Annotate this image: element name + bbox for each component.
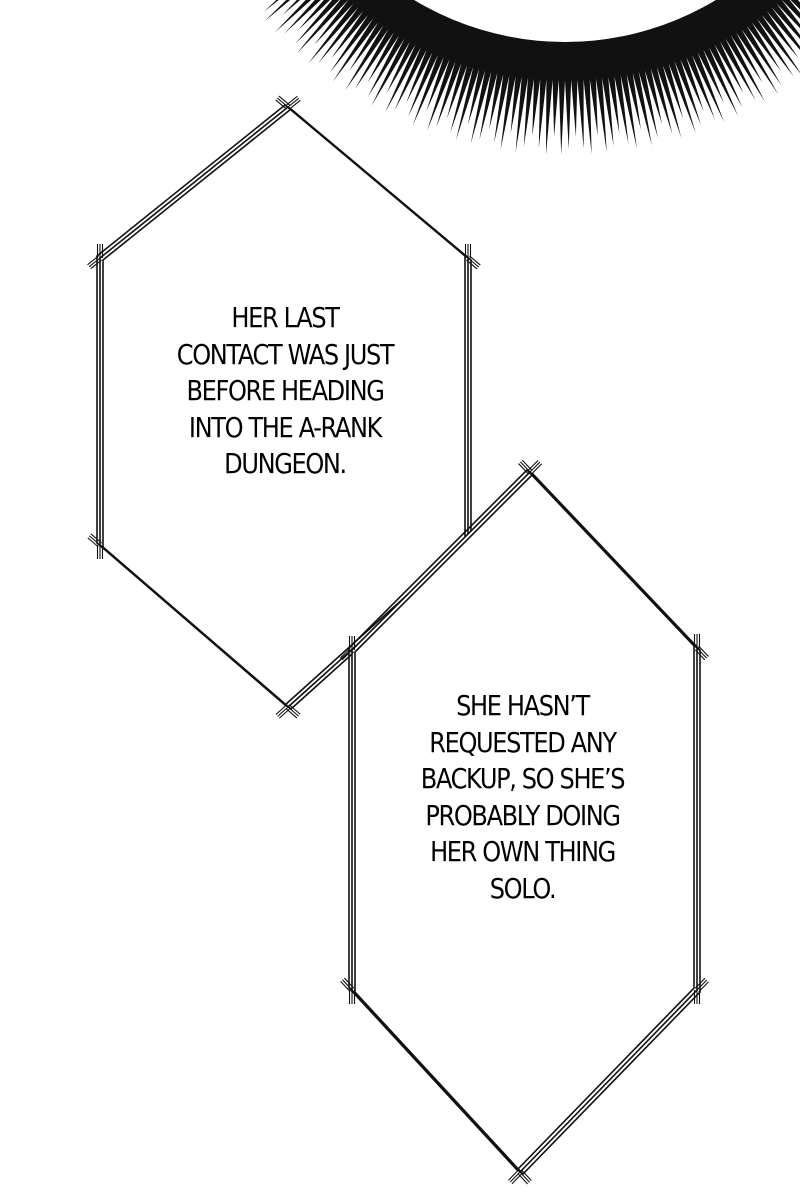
bubble-corner-tick bbox=[518, 463, 529, 475]
burst-interior bbox=[414, 0, 716, 42]
caption-line: INTO THE A-RANK bbox=[188, 410, 383, 444]
bubble-corner-tick bbox=[517, 1173, 529, 1185]
bubble-corner-tick bbox=[519, 461, 531, 473]
bubble-corner-tick bbox=[698, 981, 709, 993]
bubble-corner-tick bbox=[342, 979, 353, 991]
bubble-corner-tick bbox=[340, 981, 351, 993]
bubble-corner-tick bbox=[87, 255, 99, 266]
bubble-corner-tick bbox=[343, 651, 355, 663]
bubble-corner-tick bbox=[89, 535, 101, 546]
caption-line: BEFORE HEADING bbox=[186, 374, 385, 407]
bubble-corner-tick bbox=[467, 257, 480, 268]
caption-line: DUNGEON. bbox=[224, 447, 347, 480]
bubble-corner-tick bbox=[287, 97, 300, 108]
bubble-outline-stroke bbox=[354, 472, 701, 1176]
hexagon-caption-box-lower bbox=[339, 459, 709, 1185]
caption-line: SHE HASN’T bbox=[456, 689, 590, 722]
bubble-corner-tick bbox=[696, 979, 708, 991]
bubble-corner-tick bbox=[521, 459, 533, 471]
bubble-corner-tick bbox=[275, 99, 287, 110]
caption-text-lower: SHE HASN’T REQUESTED ANY BACKUP, SO SHE’… bbox=[413, 688, 632, 907]
bubble-corner-tick bbox=[508, 1169, 519, 1181]
caption-line: SOLO. bbox=[489, 871, 557, 905]
caption-line: BACKUP, SO SHE’S bbox=[420, 762, 626, 795]
bubble-corner-tick bbox=[276, 97, 289, 108]
bubble-corner-tick bbox=[694, 977, 706, 989]
caption-line: REQUESTED ANY bbox=[429, 725, 617, 759]
bubble-corner-tick bbox=[275, 704, 287, 715]
bubble-corner-tick bbox=[521, 1169, 532, 1181]
burst-spikes bbox=[254, 0, 800, 155]
bubble-corner-tick bbox=[531, 463, 543, 475]
bubble-corner-tick bbox=[289, 704, 301, 715]
bubble-corner-tick bbox=[289, 99, 301, 110]
bubble-corner-tick bbox=[90, 259, 102, 270]
caption-line: HER OWN THING bbox=[430, 835, 616, 868]
bubble-corner-tick bbox=[343, 977, 355, 989]
bubble-corner-tick bbox=[466, 259, 478, 270]
bubble-corner-tick bbox=[519, 1171, 530, 1183]
caption-line: HER LAST bbox=[231, 301, 340, 334]
bubble-corner-tick bbox=[90, 533, 102, 544]
bubble-corner-tick bbox=[696, 647, 708, 659]
caption-text-upper: HER LAST CONTACT WAS JUST BEFORE HEADING… bbox=[169, 300, 401, 483]
bubble-corner-tick bbox=[286, 708, 298, 719]
bubble-corner-tick bbox=[88, 257, 101, 268]
bubble-corner-tick bbox=[287, 706, 299, 717]
bubble-corner-tick bbox=[694, 649, 706, 661]
caption-line: CONTACT WAS JUST bbox=[176, 337, 395, 371]
bubble-corner-tick bbox=[341, 649, 353, 661]
bubble-corner-tick bbox=[339, 647, 351, 659]
bubble-corner-tick bbox=[87, 537, 99, 548]
spiky-burst-effect bbox=[254, 0, 800, 155]
bubble-corner-tick bbox=[698, 645, 709, 657]
bubble-corner-tick bbox=[277, 706, 289, 717]
bubble-corner-tick bbox=[278, 95, 290, 106]
bubble-corner-tick bbox=[469, 255, 481, 266]
caption-line: PROBABLY DOING bbox=[425, 798, 621, 832]
